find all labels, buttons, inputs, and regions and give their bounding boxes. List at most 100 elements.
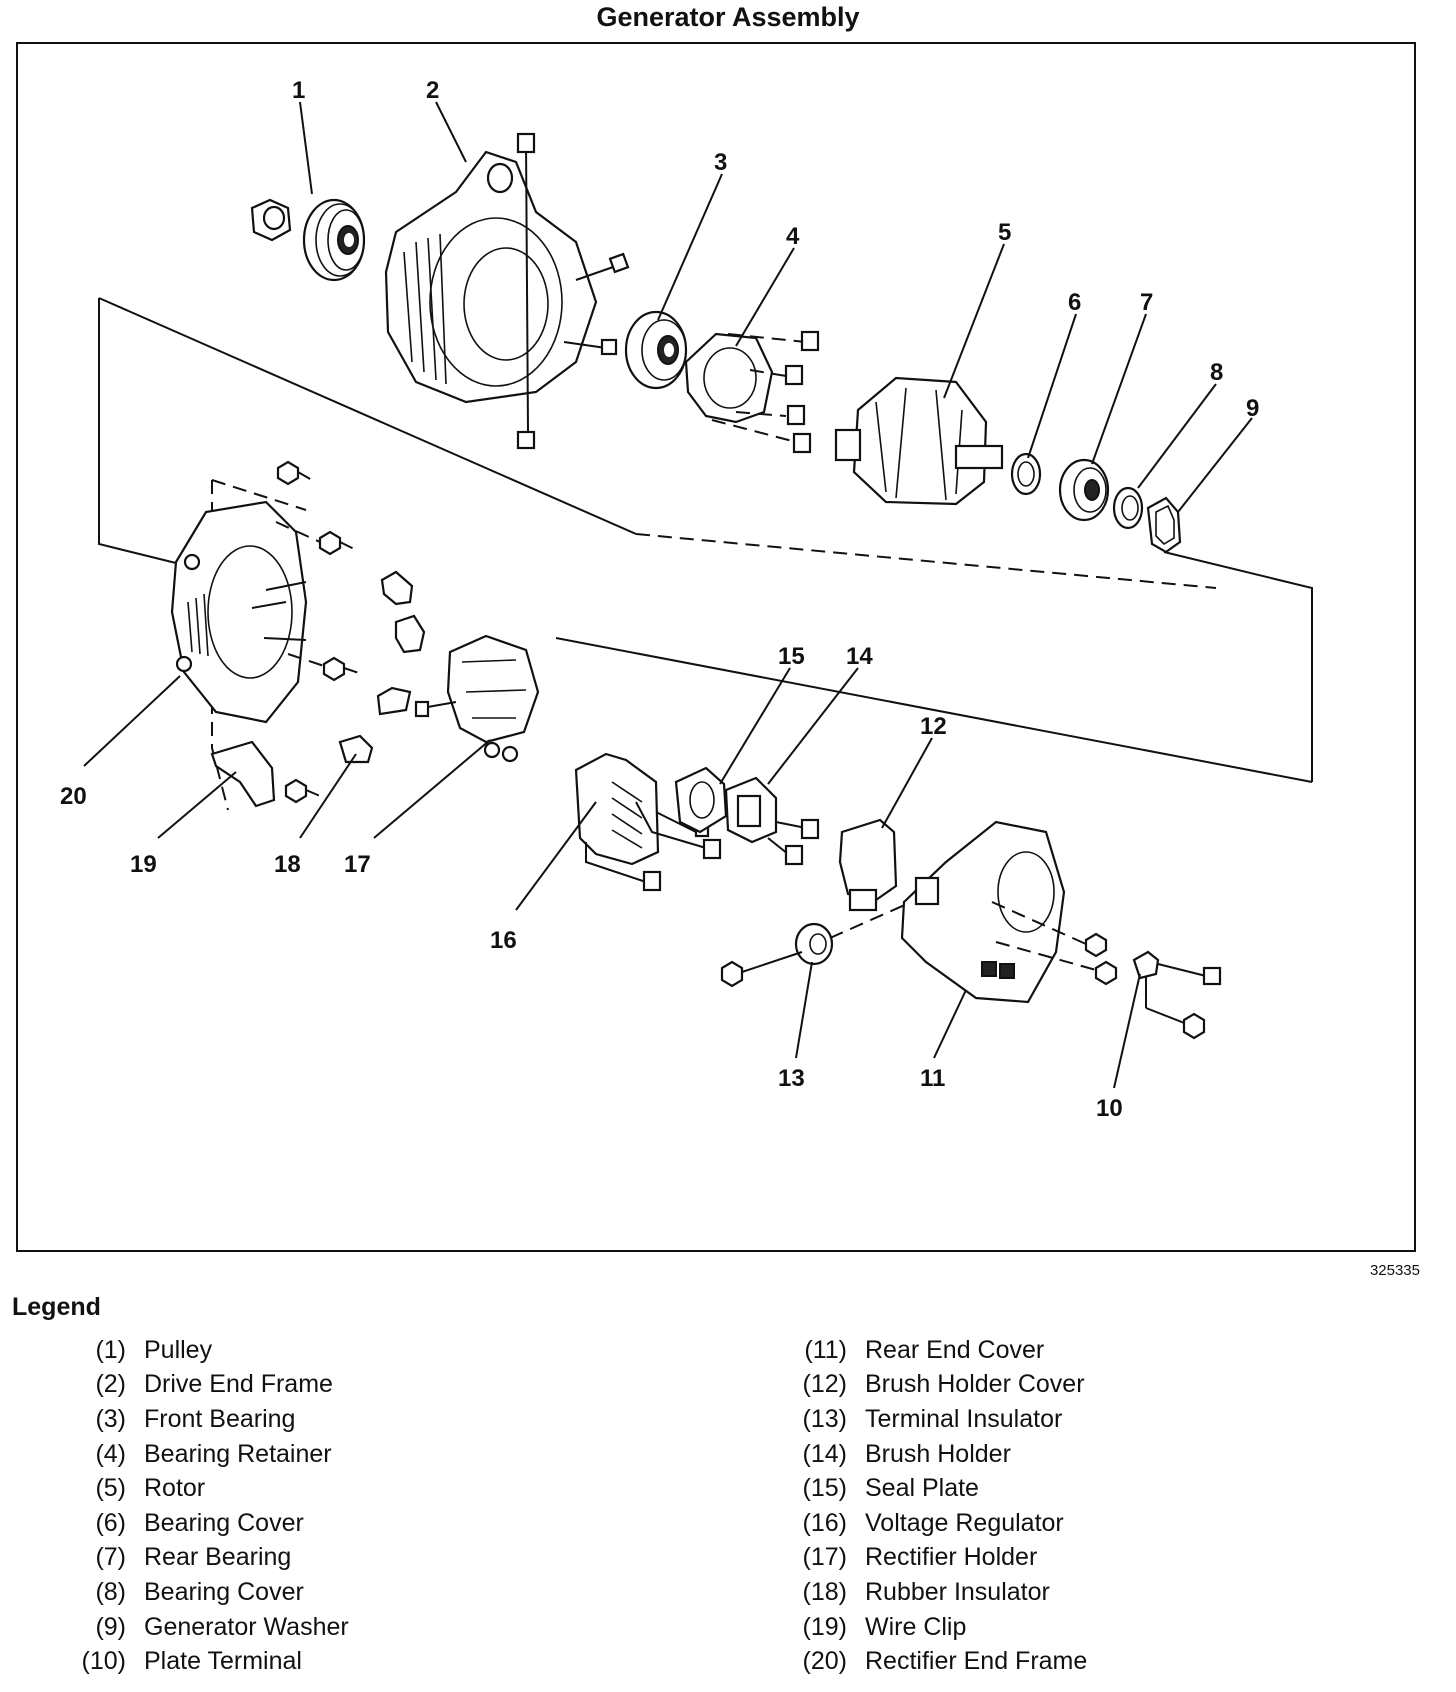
legend-item-label: Bearing Cover	[144, 1508, 304, 1537]
legend-item-label: Seal Plate	[865, 1474, 979, 1503]
insulators-group	[338, 570, 426, 764]
legend-item-number: (13)	[802, 1404, 847, 1433]
legend-column-left: (1)Pulley (2) Drive End Frame (3) Front Be…	[40, 1333, 349, 1679]
legend-item: (10)Plate Terminal	[40, 1644, 349, 1679]
legend-item-number: (10)	[81, 1647, 126, 1676]
rear-end-cover-part	[900, 820, 1118, 1004]
legend-item: (15) Seal Plate	[772, 1471, 1087, 1506]
legend-item-label: Rubber Insulator	[865, 1577, 1050, 1606]
legend-item: (19) Wire Clip	[772, 1610, 1087, 1645]
pulley-part	[250, 198, 366, 282]
seal-plate-part	[674, 766, 728, 834]
legend-item-label: Brush Holder	[865, 1439, 1011, 1468]
legend-item-label: Drive End Frame	[144, 1370, 333, 1399]
legend-item-number: (17)	[802, 1543, 847, 1572]
legend-item: (18) Rubber Insulator	[772, 1575, 1087, 1610]
rectifier-end-frame-part	[170, 500, 308, 724]
callout-7: 7	[1140, 289, 1153, 316]
callout-19: 19	[130, 851, 157, 878]
callout-9: 9	[1246, 395, 1259, 422]
callout-8: 8	[1210, 359, 1223, 386]
axis-line-upper	[98, 297, 637, 535]
legend-item: (1)Pulley	[40, 1333, 349, 1368]
legend-item-number: (7)	[95, 1543, 126, 1572]
callout-16: 16	[490, 927, 517, 954]
callout-15: 15	[778, 643, 805, 670]
legend-item-number: (1)	[95, 1335, 126, 1364]
legend-item-number: (9)	[95, 1612, 126, 1641]
diagram-title: Generator Assembly	[596, 2, 860, 32]
legend-item: (3) Front Bearing	[40, 1402, 349, 1437]
bearing-retainer-part	[684, 330, 820, 454]
bearing-cover-8-part	[1112, 486, 1144, 530]
legend-item-number: (2)	[95, 1370, 126, 1399]
legend-item-label: Rear Bearing	[144, 1543, 292, 1572]
legend-item-number: (12)	[802, 1370, 847, 1399]
legend-item: (12) Brush Holder Cover	[772, 1368, 1087, 1403]
legend-item: (11)Rear End Cover	[772, 1333, 1087, 1368]
axis-line-upper-left	[98, 298, 181, 565]
legend-item: (9) Generator Washer	[40, 1610, 349, 1645]
legend-item-number: (3)	[95, 1404, 126, 1433]
legend-item-label: Brush Holder Cover	[865, 1370, 1085, 1399]
bearing-cover-6-part	[1010, 452, 1042, 496]
drive-end-frame-part	[384, 132, 630, 450]
leader-lines	[83, 101, 1253, 1089]
callout-1: 1	[292, 77, 305, 104]
legend-item-label: Front Bearing	[144, 1404, 296, 1433]
legend-item-label: Voltage Regulator	[865, 1508, 1064, 1537]
legend-heading: Legend	[12, 1293, 101, 1321]
exploded-view-illustration: 1 2 3 4 5 6 7 8 9 10 11 12 13 14 15 16 1…	[16, 42, 1416, 1252]
callout-11: 11	[920, 1065, 945, 1092]
voltage-regulator-part	[574, 752, 722, 892]
legend-item: (17)Rectifier Holder	[772, 1541, 1087, 1576]
callout-12: 12	[920, 713, 947, 740]
callout-17: 17	[344, 851, 371, 878]
legend-item: (2) Drive End Frame	[40, 1368, 349, 1403]
legend-item-number: (4)	[95, 1439, 126, 1468]
callout-13: 13	[778, 1065, 805, 1092]
legend-item-label: Wire Clip	[865, 1612, 967, 1641]
legend-item: (13)Terminal Insulator	[772, 1402, 1087, 1437]
legend-item: (8)Bearing Cover	[40, 1575, 349, 1610]
legend-item-label: Bearing Retainer	[144, 1439, 332, 1468]
rectifier-holder-part	[414, 634, 540, 763]
legend-item-number: (16)	[802, 1508, 847, 1537]
wire-clip-part	[210, 740, 276, 808]
brush-holder-cover-part	[838, 818, 898, 912]
callout-3: 3	[714, 149, 727, 176]
rear-bearing-part	[1058, 458, 1110, 522]
legend-item-label: Rear End Cover	[865, 1335, 1045, 1364]
axis-line-nut-dashed	[211, 479, 307, 511]
rotor-part	[834, 376, 1004, 506]
callout-numbers: 1 2 3 4 5 6 7 8 9 10 11 12 13 14 15 16 1…	[60, 77, 1259, 1122]
axis-line-lower	[555, 637, 1313, 783]
callout-18: 18	[274, 851, 301, 878]
callout-20: 20	[60, 783, 87, 810]
legend-item: (4) Bearing Retainer	[40, 1437, 349, 1472]
legend-column-right: (11)Rear End Cover (12) Brush Holder Cove…	[772, 1333, 1088, 1679]
legend-item-number: (5)	[95, 1474, 126, 1503]
callout-14: 14	[846, 643, 873, 670]
legend-item: (16) Voltage Regulator	[772, 1506, 1087, 1541]
legend-item-number: (18)	[802, 1577, 847, 1606]
legend-item-number: (19)	[802, 1612, 847, 1641]
legend-item: (5)Rotor	[40, 1471, 349, 1506]
callout-2: 2	[426, 77, 439, 104]
legend-item-number: (6)	[95, 1508, 126, 1537]
plate-terminal-part	[1132, 950, 1222, 1040]
figure-number: 325335	[1369, 1262, 1420, 1279]
brush-holder-part	[724, 776, 820, 866]
legend-item: (6) Bearing Cover	[40, 1506, 349, 1541]
legend-item-number: (15)	[802, 1474, 847, 1503]
axis-line-upper-dashed	[635, 533, 1217, 589]
legend-item-number: (20)	[802, 1647, 847, 1676]
legend-item: (14)Brush Holder	[772, 1437, 1087, 1472]
nuts-group-left	[275, 460, 363, 804]
front-bearing-part	[624, 310, 688, 390]
legend-item: (7) Rear Bearing	[40, 1541, 349, 1576]
legend-item-label: Generator Washer	[144, 1612, 349, 1641]
callout-10: 10	[1096, 1095, 1123, 1122]
legend-item: (20)Rectifier End Frame	[772, 1644, 1088, 1679]
legend-item-number: (8)	[95, 1577, 126, 1606]
